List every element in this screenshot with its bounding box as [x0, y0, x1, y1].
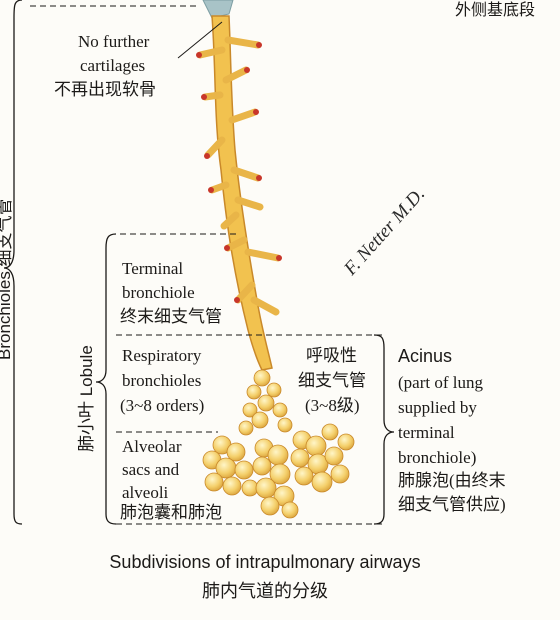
no-cartilage-label-en1: No further [78, 32, 150, 51]
caption-en: Subdivisions of intrapulmonary airways [109, 552, 421, 572]
respiratory-label-zh1: 呼吸性 [306, 346, 357, 365]
acinus-zh1: 肺腺泡(由终末 [398, 471, 506, 490]
acinus-zh2: 细支气管供应) [398, 495, 506, 514]
acinus-brace [373, 334, 395, 525]
alveolar-label-en3: alveoli [122, 483, 169, 502]
acinus-line4: bronchiole) [398, 448, 477, 467]
alveolar-clusters [202, 369, 355, 519]
respiratory-label-en1: Respiratory [122, 346, 202, 365]
terminal-label-en1: Terminal [122, 259, 184, 278]
respiratory-label-en2: bronchioles [122, 371, 202, 390]
acinus-line1: (part of lung [398, 373, 483, 392]
bronchioles-label: Bronchioles 细支气管 [0, 198, 14, 360]
top-right-label: 外侧基底段 [455, 2, 536, 19]
acinus-title: Acinus [398, 346, 453, 366]
bronchiole-branches [196, 36, 282, 316]
bronchioles-brace [3, 0, 23, 525]
respiratory-label-zh2: 细支气管 [298, 371, 366, 390]
no-cartilage-label-en2: cartilages [80, 56, 146, 75]
caption-zh: 肺内气道的分级 [202, 581, 328, 601]
respiratory-label-en3: (3~8 orders) [120, 396, 205, 415]
terminal-label-en2: bronchiole [122, 283, 195, 302]
alveolar-label-en1: Alveolar [122, 437, 182, 456]
alveolar-label-zh: 肺泡囊和肺泡 [120, 503, 222, 522]
cartilage-marks [196, 42, 282, 303]
alveolar-label-en2: sacs and [122, 460, 180, 479]
acinus-line2: supplied by [398, 398, 477, 417]
airway-top-stub [202, 0, 234, 19]
dashed-separators [30, 5, 382, 525]
netter-signature: F. Netter M.D. [339, 184, 429, 281]
lobule-label: 肺小叶 Lobule [77, 345, 96, 452]
terminal-label-zh: 终末细支气管 [120, 307, 222, 326]
respiratory-label-zh3: (3~8级) [305, 396, 360, 415]
cartilage-pointer [177, 21, 223, 59]
no-cartilage-label-zh: 不再出现软骨 [54, 80, 156, 99]
bronchiole-trunk [211, 15, 273, 371]
lobule-brace [95, 233, 117, 525]
acinus-line3: terminal [398, 423, 455, 442]
